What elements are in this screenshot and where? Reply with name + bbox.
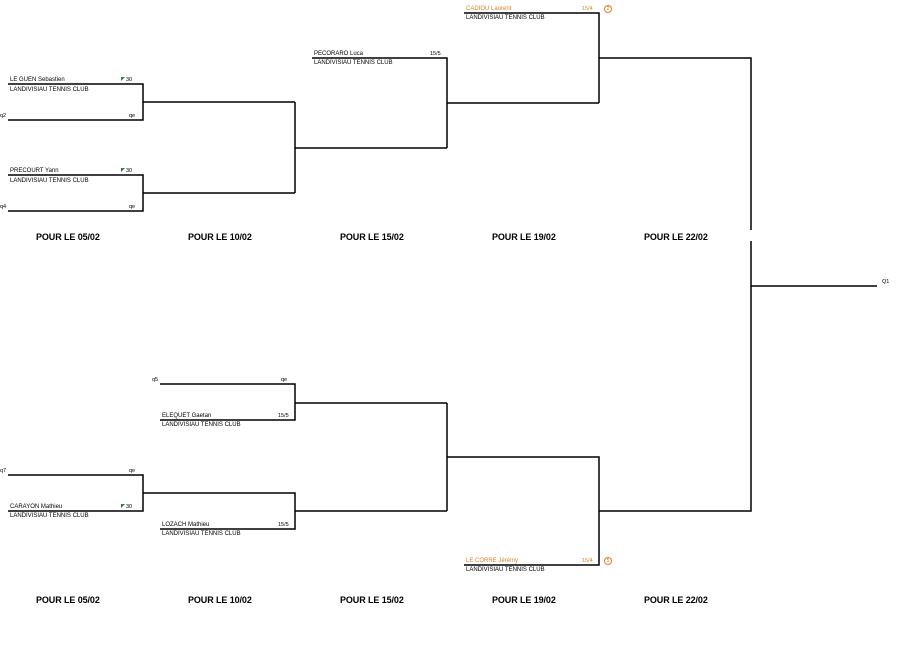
qualifier-label: q7	[0, 468, 7, 474]
player-rank: 15/4	[582, 558, 593, 564]
round-header: POUR LE 19/02	[492, 232, 556, 242]
bracket-line	[599, 241, 752, 512]
flag-icon	[121, 168, 125, 172]
qualifier-rank: qe	[129, 468, 136, 474]
qualifier-rank: qe	[129, 113, 136, 119]
qualifier-label: q2	[0, 113, 7, 119]
round-header: POUR LE 05/02	[36, 595, 100, 605]
player-club: LANDIVISIAU TENNIS CLUB	[466, 15, 545, 21]
bracket-line	[447, 456, 600, 566]
player-rank: 30	[126, 168, 133, 174]
player-rank: 15/5	[278, 413, 289, 419]
player-club: LANDIVISIAU TENNIS CLUB	[314, 60, 393, 66]
bracket-line	[599, 57, 752, 230]
bracket-line	[312, 57, 448, 148]
player-name-le-guen: LE GUEN Sebastien	[10, 77, 65, 83]
qualifier-label: q4	[0, 204, 7, 210]
qualifier-rank: qe	[281, 377, 288, 383]
player-name-precourt: PRECOURT Yann	[10, 168, 59, 174]
player-name-elequet: ELEQUET Gaetan	[162, 413, 212, 419]
player-rank: 30	[126, 504, 133, 510]
qualifier-rank: qe	[129, 204, 136, 210]
player-club: LANDIVISIAU TENNIS CLUB	[10, 87, 89, 93]
round-header: POUR LE 22/02	[644, 232, 708, 242]
player-club: LANDIVISIAU TENNIS CLUB	[162, 531, 241, 537]
flag-icon	[121, 504, 125, 508]
player-club: LANDIVISIAU TENNIS CLUB	[466, 567, 545, 573]
round-header: POUR LE 10/02	[188, 595, 252, 605]
round-header: POUR LE 15/02	[340, 232, 404, 242]
qualifier-label: q5	[152, 377, 159, 383]
round-header: POUR LE 19/02	[492, 595, 556, 605]
player-club: LANDIVISIAU TENNIS CLUB	[10, 178, 89, 184]
round-header: POUR LE 05/02	[36, 232, 100, 242]
final-label: Q1	[882, 279, 890, 285]
bracket-line	[160, 383, 296, 421]
player-name-carayon: CARAYON Mathieu	[10, 504, 63, 510]
player-name-le-corre: LE CORRE Jérémy	[466, 558, 519, 564]
player-name-cadiou: CADIOU Laurent	[466, 6, 512, 12]
bracket-line	[464, 12, 600, 103]
player-rank: 15/5	[278, 522, 289, 528]
round-header: POUR LE 22/02	[644, 595, 708, 605]
player-club: LANDIVISIAU TENNIS CLUB	[10, 513, 89, 519]
round-header: POUR LE 10/02	[188, 232, 252, 242]
player-rank: 15/5	[430, 51, 441, 57]
player-name-lozach: LOZACH Mathieu	[162, 522, 210, 528]
player-name-pecoraro: PECORARO Luca	[314, 51, 364, 57]
seed-icon: 2	[604, 5, 612, 13]
player-rank: 15/4	[582, 6, 593, 12]
round-header: POUR LE 15/02	[340, 595, 404, 605]
player-rank: 30	[126, 77, 133, 83]
flag-icon	[121, 77, 125, 81]
player-club: LANDIVISIAU TENNIS CLUB	[162, 422, 241, 428]
seed-icon: 5	[604, 557, 612, 565]
